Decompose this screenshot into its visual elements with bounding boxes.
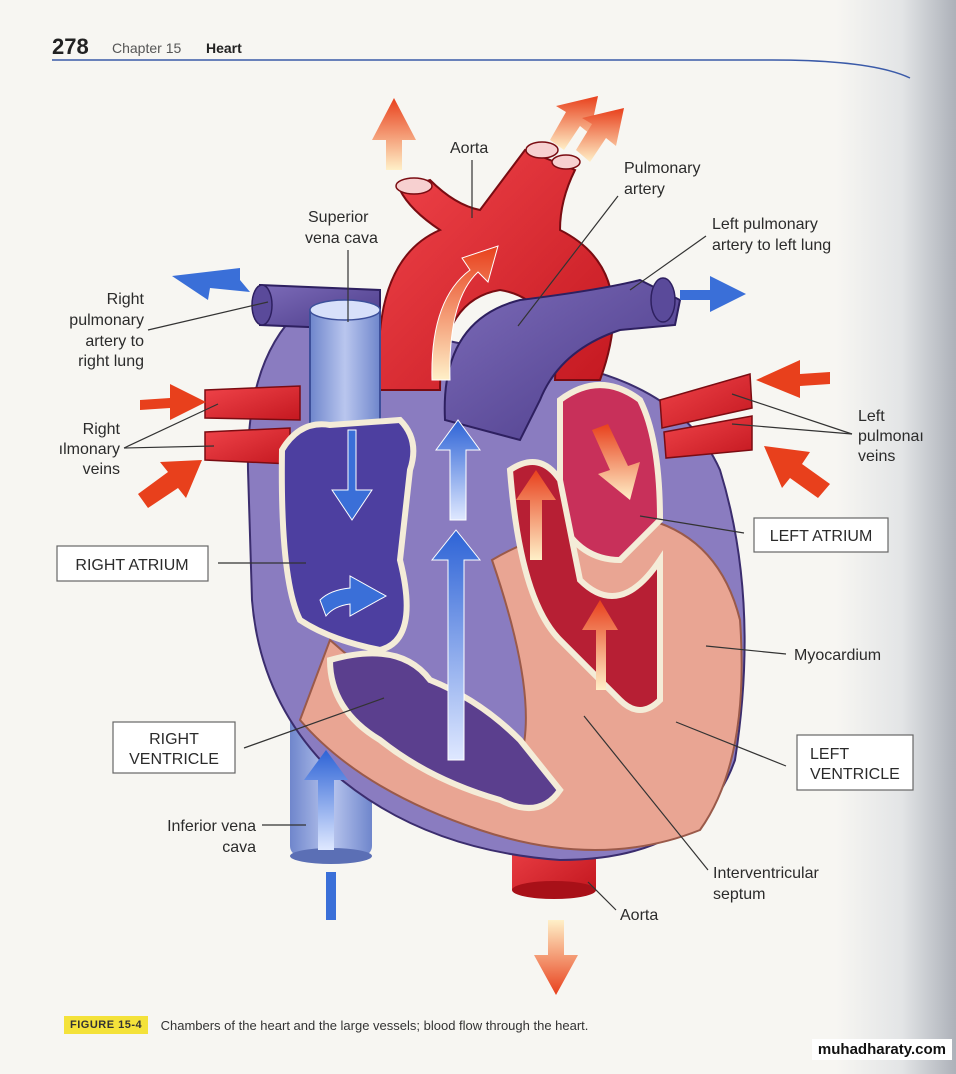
svg-text:artery to left lung: artery to left lung xyxy=(712,237,831,254)
svg-text:septum: septum xyxy=(713,886,765,903)
svg-text:VENTRICLE: VENTRICLE xyxy=(129,751,219,768)
svg-text:veins: veins xyxy=(83,461,120,478)
figure-number-tag: FIGURE 15-4 xyxy=(64,1016,149,1034)
svg-text:artery to: artery to xyxy=(85,333,144,350)
svg-text:RIGHT ATRIUM: RIGHT ATRIUM xyxy=(75,557,188,574)
svg-text:Superior: Superior xyxy=(308,209,369,226)
svg-text:pulmonary: pulmonary xyxy=(69,312,144,329)
svg-text:Inferior vena: Inferior vena xyxy=(167,818,256,835)
label-aorta-top: Aorta xyxy=(450,140,488,218)
chapter-title: Heart xyxy=(206,40,242,56)
label-myocardium: Myocardium xyxy=(705,645,881,664)
label-pulmonary-artery: Pulmonary artery xyxy=(517,160,700,327)
label-left-ventricle: LEFT VENTRICLE xyxy=(675,721,914,791)
right-ventricle-chamber xyxy=(326,650,564,811)
page-number: 278 xyxy=(52,34,89,59)
svg-text:LEFT: LEFT xyxy=(810,746,849,763)
label-left-atrium: LEFT ATRIUM xyxy=(639,515,889,553)
label-inferior-vena-cava: Inferior vena cava xyxy=(167,818,306,856)
svg-text:Aorta: Aorta xyxy=(620,907,658,924)
label-left-pulmonary-veins: Left pulmonaı veins xyxy=(731,393,924,465)
blood-flow-arrows-oxygenated xyxy=(138,96,830,995)
aorta-branch-opening-3 xyxy=(551,154,581,170)
svg-text:veins: veins xyxy=(858,448,895,465)
svg-text:Left pulmonary: Left pulmonary xyxy=(712,216,818,233)
figure-caption-text: Chambers of the heart and the large vess… xyxy=(160,1017,589,1033)
label-right-ventricle: RIGHT VENTRICLE xyxy=(112,697,385,774)
svg-text:Interventricular: Interventricular xyxy=(713,865,819,882)
svg-text:right lung: right lung xyxy=(78,353,144,370)
label-left-pulmonary-artery: Left pulmonary artery to left lung xyxy=(629,216,831,291)
svg-text:Right: Right xyxy=(107,291,145,308)
svg-text:artery: artery xyxy=(624,181,665,198)
label-right-pulmonary-veins: Right ılmonary veins xyxy=(59,403,219,478)
svg-text:Aorta: Aorta xyxy=(450,140,488,157)
svg-text:LEFT ATRIUM: LEFT ATRIUM xyxy=(770,528,873,545)
label-right-atrium: RIGHT ATRIUM xyxy=(56,545,306,582)
svg-text:Pulmonary: Pulmonary xyxy=(624,160,700,177)
svg-text:ılmonary: ılmonary xyxy=(59,441,120,458)
chapter-label: Chapter 15 xyxy=(112,40,182,56)
header-rule xyxy=(52,59,911,79)
svg-text:Left: Left xyxy=(858,408,885,425)
left-pulmonary-veins xyxy=(659,373,753,459)
svg-text:cava: cava xyxy=(222,839,256,856)
svg-text:Right: Right xyxy=(83,421,121,438)
aorta-branch-opening-2 xyxy=(525,141,559,159)
label-superior-vena-cava: Superior vena cava xyxy=(305,209,378,322)
label-interventricular-septum: Interventricular septum xyxy=(583,715,819,903)
left-ventricle-chamber xyxy=(506,459,663,713)
label-right-pulmonary-artery: Right pulmonary artery to right lung xyxy=(69,291,269,370)
aorta-branch-opening-1 xyxy=(395,177,433,195)
svg-text:VENTRICLE: VENTRICLE xyxy=(810,766,900,783)
blood-flow-arrows-deoxygenated xyxy=(172,268,746,920)
watermark: muhadharaty.com xyxy=(811,1039,952,1060)
svg-text:pulmonaı: pulmonaı xyxy=(858,428,924,445)
figure-caption: FIGURE 15-4 Chambers of the heart and th… xyxy=(64,1016,588,1038)
label-aorta-bottom: Aorta xyxy=(587,881,658,924)
superior-vena-cava xyxy=(309,299,381,442)
svg-text:Myocardium: Myocardium xyxy=(794,647,881,664)
right-pulmonary-veins xyxy=(204,385,301,465)
svg-text:vena cava: vena cava xyxy=(305,230,378,247)
svg-text:RIGHT: RIGHT xyxy=(149,731,199,748)
